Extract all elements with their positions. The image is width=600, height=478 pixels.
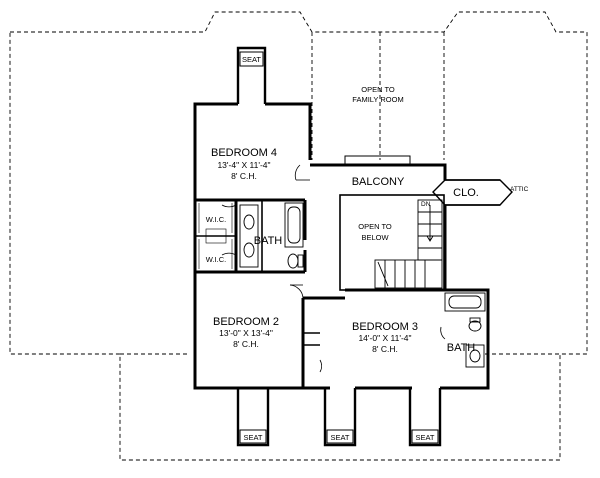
closet-label: CLO.: [453, 187, 479, 199]
bedroom3-size: 14'-0" X 11'-4": [358, 333, 411, 343]
balcony-label: BALCONY: [352, 176, 405, 188]
bedroom2-ceiling: 8' C.H.: [233, 339, 259, 349]
seat-label-3: SEAT: [415, 433, 434, 442]
closet-shelves: [198, 203, 233, 269]
stair-dn-label: DN: [421, 201, 431, 208]
seat-benches: [239, 51, 439, 444]
bath-right-fixtures: [444, 292, 486, 368]
bedroom4-size: 13'-4" X 11'-4": [217, 160, 270, 170]
attic-label: ATTIC: [510, 186, 529, 193]
seat-bays: [236, 46, 442, 447]
bath-center-label: BATH: [254, 235, 283, 247]
exterior-walls: [193, 102, 490, 390]
open-family-label-1: OPEN TO: [361, 85, 395, 94]
open-below-label-1: OPEN TO: [358, 222, 392, 231]
bath-center-fixtures: [239, 202, 304, 269]
open-below-label-2: BELOW: [361, 233, 389, 242]
bedroom2-size: 13'-0" X 13'-4": [219, 328, 273, 338]
door-swings: [221, 164, 446, 373]
seat-label-2: SEAT: [330, 433, 349, 442]
closet-outline: [432, 179, 513, 206]
bedroom3-ceiling: 8' C.H.: [372, 344, 398, 354]
room-labels: SEAT SEAT SEAT SEAT OPEN TO FAMILY ROOM …: [206, 55, 529, 442]
roof-outline: [9, 11, 588, 461]
bedroom4-ceiling: 8' C.H.: [231, 171, 257, 181]
wic-bottom-label: W.I.C.: [206, 255, 226, 264]
bedroom3-name: BEDROOM 3: [352, 321, 418, 333]
bedroom4-name: BEDROOM 4: [211, 147, 277, 159]
bath-right-label: BATH: [447, 342, 476, 354]
balcony-rail: [344, 155, 411, 165]
stairs: [374, 199, 443, 289]
wic-top-label: W.I.C.: [206, 215, 226, 224]
seat-label-1: SEAT: [243, 433, 262, 442]
bedroom2-name: BEDROOM 2: [213, 316, 279, 328]
seat-label-top: SEAT: [242, 55, 261, 64]
open-family-label-2: FAMILY ROOM: [352, 95, 403, 104]
